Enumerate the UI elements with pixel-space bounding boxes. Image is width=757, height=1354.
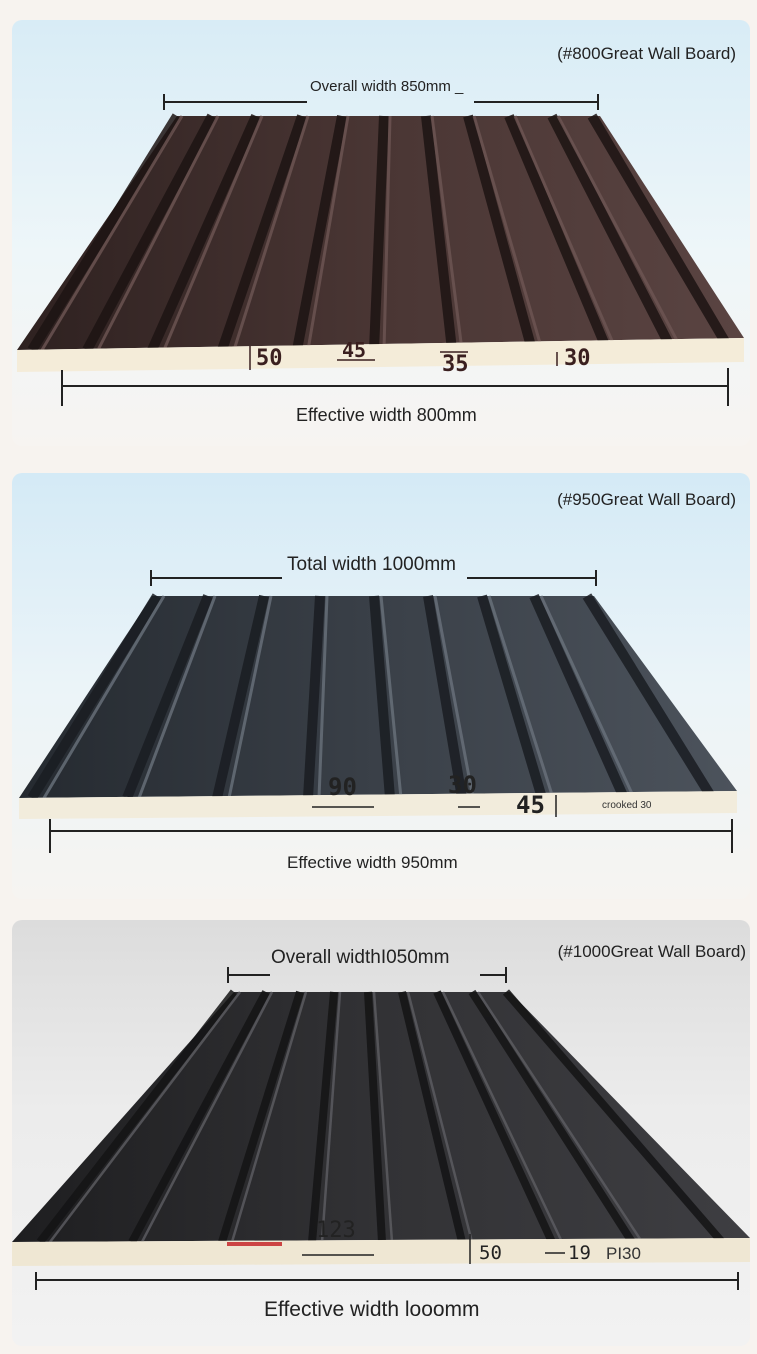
board-panel-1000: (#1000Great Wall Board) Overall widthI05…	[12, 920, 750, 1346]
board-title: (#950Great Wall Board)	[557, 490, 736, 509]
dim-height-label: 45	[516, 791, 545, 819]
dim-height-label: 50	[479, 1242, 502, 1264]
board-panel-950: (#950Great Wall Board) Total width 1000m…	[12, 473, 750, 899]
total-width-label: Total width 1000mm	[287, 554, 456, 575]
effective-width-label: Effective width 950mm	[287, 853, 458, 872]
foam-core	[17, 338, 744, 372]
overall-dimension-line	[150, 570, 597, 586]
board-ribs	[36, 989, 726, 1245]
effective-dimension-line	[49, 819, 733, 853]
foam-core	[12, 1238, 750, 1266]
profile-dimension-markers	[249, 346, 558, 370]
board-ribs	[27, 113, 735, 353]
crooked-note: crooked 30	[602, 800, 652, 811]
dim-height-label: 50	[256, 346, 283, 371]
overall-width-label: Overall width 850mm _	[310, 78, 464, 95]
dim-rib-width-label: 30	[448, 771, 477, 799]
effective-width-label: Effective width looomm	[264, 1298, 480, 1321]
profile-dimension-markers	[312, 795, 557, 817]
board-title: (#800Great Wall Board)	[557, 44, 736, 63]
dim-trough-width-label: 123	[316, 1218, 356, 1243]
board-surface	[12, 992, 750, 1242]
dim-depth-label: 30	[564, 346, 591, 371]
board-title: (#1000Great Wall Board)	[557, 942, 746, 961]
overall-dimension-line	[163, 94, 599, 110]
pi-note: PI30	[606, 1244, 641, 1263]
board-ribs	[27, 593, 717, 801]
seal-strip	[227, 1242, 282, 1246]
overall-width-label: Overall widthI050mm	[271, 947, 450, 968]
profile-dimension-markers	[302, 1234, 565, 1264]
effective-dimension-line	[61, 368, 729, 406]
effective-width-label: Effective width 800mm	[296, 405, 477, 425]
dim-rib-width-label: 45	[342, 338, 367, 362]
board-1000-illustration	[12, 967, 750, 1290]
overall-dimension-line	[227, 967, 507, 983]
board-950-illustration	[19, 570, 737, 853]
board-panel-800: (#800Great Wall Board) Overall width 850…	[12, 20, 750, 446]
effective-dimension-line	[35, 1272, 739, 1290]
dim-trough-width-label: 90	[328, 773, 357, 801]
foam-core	[19, 791, 737, 819]
dim-rib-width-label: 19	[568, 1242, 591, 1264]
dim-top-width-label: 35	[442, 352, 469, 377]
board-800-illustration	[17, 94, 744, 406]
